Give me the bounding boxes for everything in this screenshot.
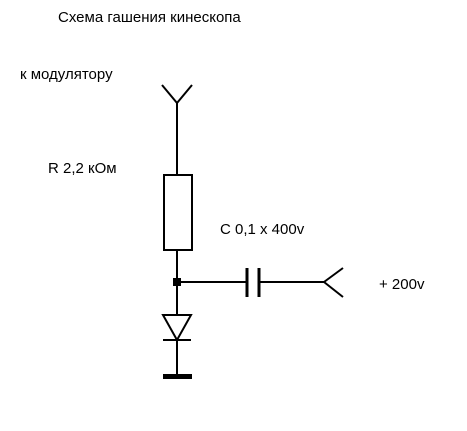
capacitor-label: C 0,1 x 400v [220, 221, 305, 238]
modulator-terminal-label: к модулятору [20, 66, 113, 83]
resistor-symbol [163, 174, 193, 251]
resistor-label: R 2,2 кОм [48, 160, 117, 177]
supply-terminal-label: + 200v [379, 276, 425, 293]
capacitor-symbol [245, 268, 261, 297]
junction-dot [173, 278, 181, 286]
ground-symbol [163, 374, 192, 379]
diode-symbol [161, 314, 193, 343]
modulator-terminal-symbol [161, 84, 193, 110]
diagram-title: Схема гашения кинескопа [58, 9, 241, 26]
supply-terminal-symbol [323, 267, 344, 298]
